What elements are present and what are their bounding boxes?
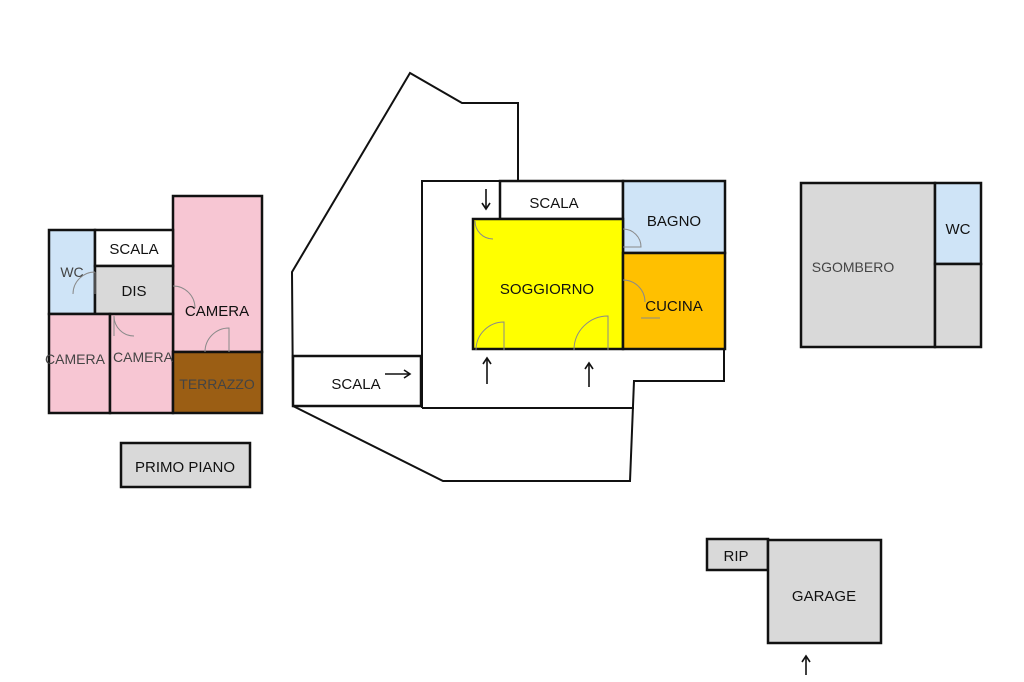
door-swing xyxy=(573,315,609,351)
door-swing xyxy=(172,285,196,309)
storage-room xyxy=(933,262,983,349)
scala-top-room xyxy=(498,179,625,221)
wc-label-primo: WC xyxy=(60,264,83,280)
sgombero-room xyxy=(799,181,937,349)
scala-label-primo: SCALA xyxy=(109,241,158,258)
scala-left-label: SCALA xyxy=(331,376,380,393)
rip-room xyxy=(705,537,770,572)
lot-boundary xyxy=(290,71,519,407)
camera-large-label: CAMERA xyxy=(185,303,249,320)
terrazzo-room xyxy=(171,350,264,415)
dis-label: DIS xyxy=(121,283,146,300)
door-swing xyxy=(113,315,135,337)
camera-left-label: CAMERA xyxy=(45,351,106,367)
door-swing xyxy=(204,327,230,353)
scala-left-room xyxy=(291,354,423,408)
arrow-up-icon xyxy=(584,361,594,387)
wc-label-sgombero: WC xyxy=(946,221,971,238)
lot-boundary xyxy=(292,350,725,482)
garage-plan: RIP GARAGE xyxy=(705,537,883,675)
wc-room-sgombero xyxy=(933,181,983,266)
primo-piano-caption: PRIMO PIANO xyxy=(135,459,235,476)
door-swing xyxy=(622,279,646,303)
camera-large-room xyxy=(171,194,264,354)
scala-top-label: SCALA xyxy=(529,195,578,212)
rip-label: RIP xyxy=(723,548,748,565)
sgombero-plan: SGOMBERO WC xyxy=(799,181,983,349)
camera-mid-label: CAMERA xyxy=(113,349,174,365)
cucina-label: CUCINA xyxy=(645,298,703,315)
primo-piano-plan: WC SCALA DIS CAMERA CAMERA CAMERA TERRAZ… xyxy=(45,194,264,489)
terrazzo-label: TERRAZZO xyxy=(179,376,255,392)
piano-terra-plan: SCALA SCALA BAGNO SOGGIORNO CUCINA xyxy=(290,71,727,482)
primo-piano-caption-box xyxy=(119,441,252,489)
garage-room xyxy=(766,538,883,645)
garage-label: GARAGE xyxy=(792,588,856,605)
soggiorno-room xyxy=(471,217,625,351)
sgombero-label: SGOMBERO xyxy=(812,259,895,275)
arrow-up-icon xyxy=(482,356,492,384)
door-swing xyxy=(72,271,96,295)
arrow-up-icon xyxy=(801,654,811,675)
door-swing xyxy=(475,321,505,351)
arrow-down-icon xyxy=(481,189,491,211)
cucina-room xyxy=(621,251,727,351)
arrow-right-icon xyxy=(385,369,412,379)
bagno-label: BAGNO xyxy=(647,213,701,230)
door-swing xyxy=(622,228,642,248)
door-swing xyxy=(474,220,494,240)
building-outline xyxy=(421,180,500,408)
soggiorno-label: SOGGIORNO xyxy=(500,281,594,298)
